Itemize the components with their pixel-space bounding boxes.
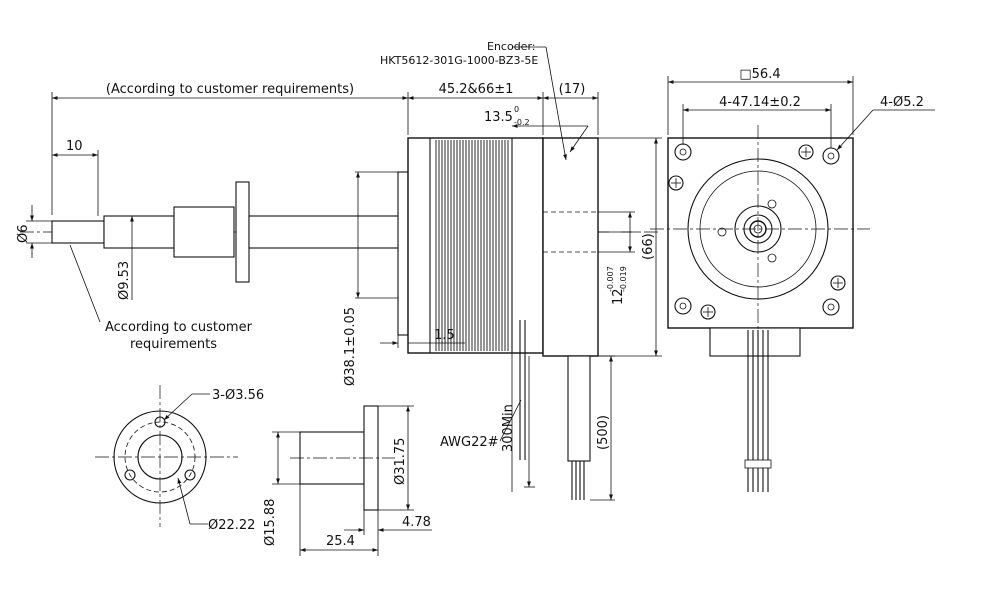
nut-holes: 3-Ø3.56 [212, 388, 264, 403]
front-cables [744, 330, 772, 492]
dim-shaft-dia: Ø6 [16, 224, 31, 243]
dim-pilot-depth-upper: 0 [514, 105, 519, 114]
encoder-model: HKT5612-301G-1000-BZ3-5E [380, 54, 538, 67]
dim-shaft-tip: 10 [66, 139, 83, 154]
side-dimensions: (According to customer requirements) 45.… [16, 40, 662, 501]
dim-frame-size: □56.4 [739, 67, 780, 82]
dim-height: (66) [641, 233, 656, 260]
encoder-label: Encoder: [487, 40, 536, 53]
screws [668, 144, 846, 320]
nut-side-view: Ø15.88 Ø31.75 25.4 4.78 [263, 405, 432, 556]
dim-body-length: 45.2&66±1 [439, 82, 514, 97]
motor-fins [435, 140, 509, 351]
nut-flange-dia: Ø31.75 [393, 438, 408, 485]
nut-length: 25.4 [326, 534, 355, 549]
side-view: (According to customer requirements) 45.… [16, 40, 662, 501]
nut-front-view: 3-Ø3.56 Ø22.22 [95, 385, 264, 533]
nut-pcd: Ø22.22 [208, 518, 255, 533]
dim-lead-len: (500) [596, 415, 611, 450]
dim-lead-min: 300Min [501, 404, 516, 452]
front-view: □56.4 4-47.14±0.2 4-Ø5.2 [650, 67, 935, 492]
dim-pilot-depth: 13.5 [484, 110, 513, 125]
dim-hole-spacing: 4-47.14±0.2 [719, 95, 801, 110]
motor-body [397, 137, 544, 354]
dim-screw-length: (According to customer requirements) [106, 82, 354, 97]
side-cables [519, 320, 591, 500]
dim-screw-dia: Ø9.53 [117, 261, 132, 300]
nut-front-dimensions: 3-Ø3.56 Ø22.22 [163, 388, 264, 533]
dim-pilot-depth-lower: -0.2 [514, 118, 530, 127]
note-customer-line1: According to customer [105, 320, 253, 335]
dim-flange-thickness: 1.5 [434, 328, 455, 343]
dim-boss-tol-upper: -0.007 [606, 266, 615, 292]
dim-encoder-length: (17) [559, 82, 586, 97]
nut-side-dimensions: Ø15.88 Ø31.75 25.4 4.78 [263, 405, 432, 556]
dim-boss-tol-lower: -0.019 [619, 266, 628, 292]
dim-pilot-dia: Ø38.1±0.05 [343, 307, 358, 386]
lead-screw [20, 181, 640, 283]
encoder-body [542, 137, 660, 357]
nut-body-dia: Ø15.88 [263, 499, 278, 546]
dim-mount-holes: 4-Ø5.2 [880, 95, 924, 110]
dim-boss-dia: 12 [611, 288, 626, 305]
nut-flange-thk: 4.78 [402, 515, 431, 530]
front-dimensions: □56.4 4-47.14±0.2 4-Ø5.2 [667, 67, 935, 151]
wire-label: AWG22# [440, 435, 499, 450]
note-customer-line2: requirements [130, 337, 217, 352]
